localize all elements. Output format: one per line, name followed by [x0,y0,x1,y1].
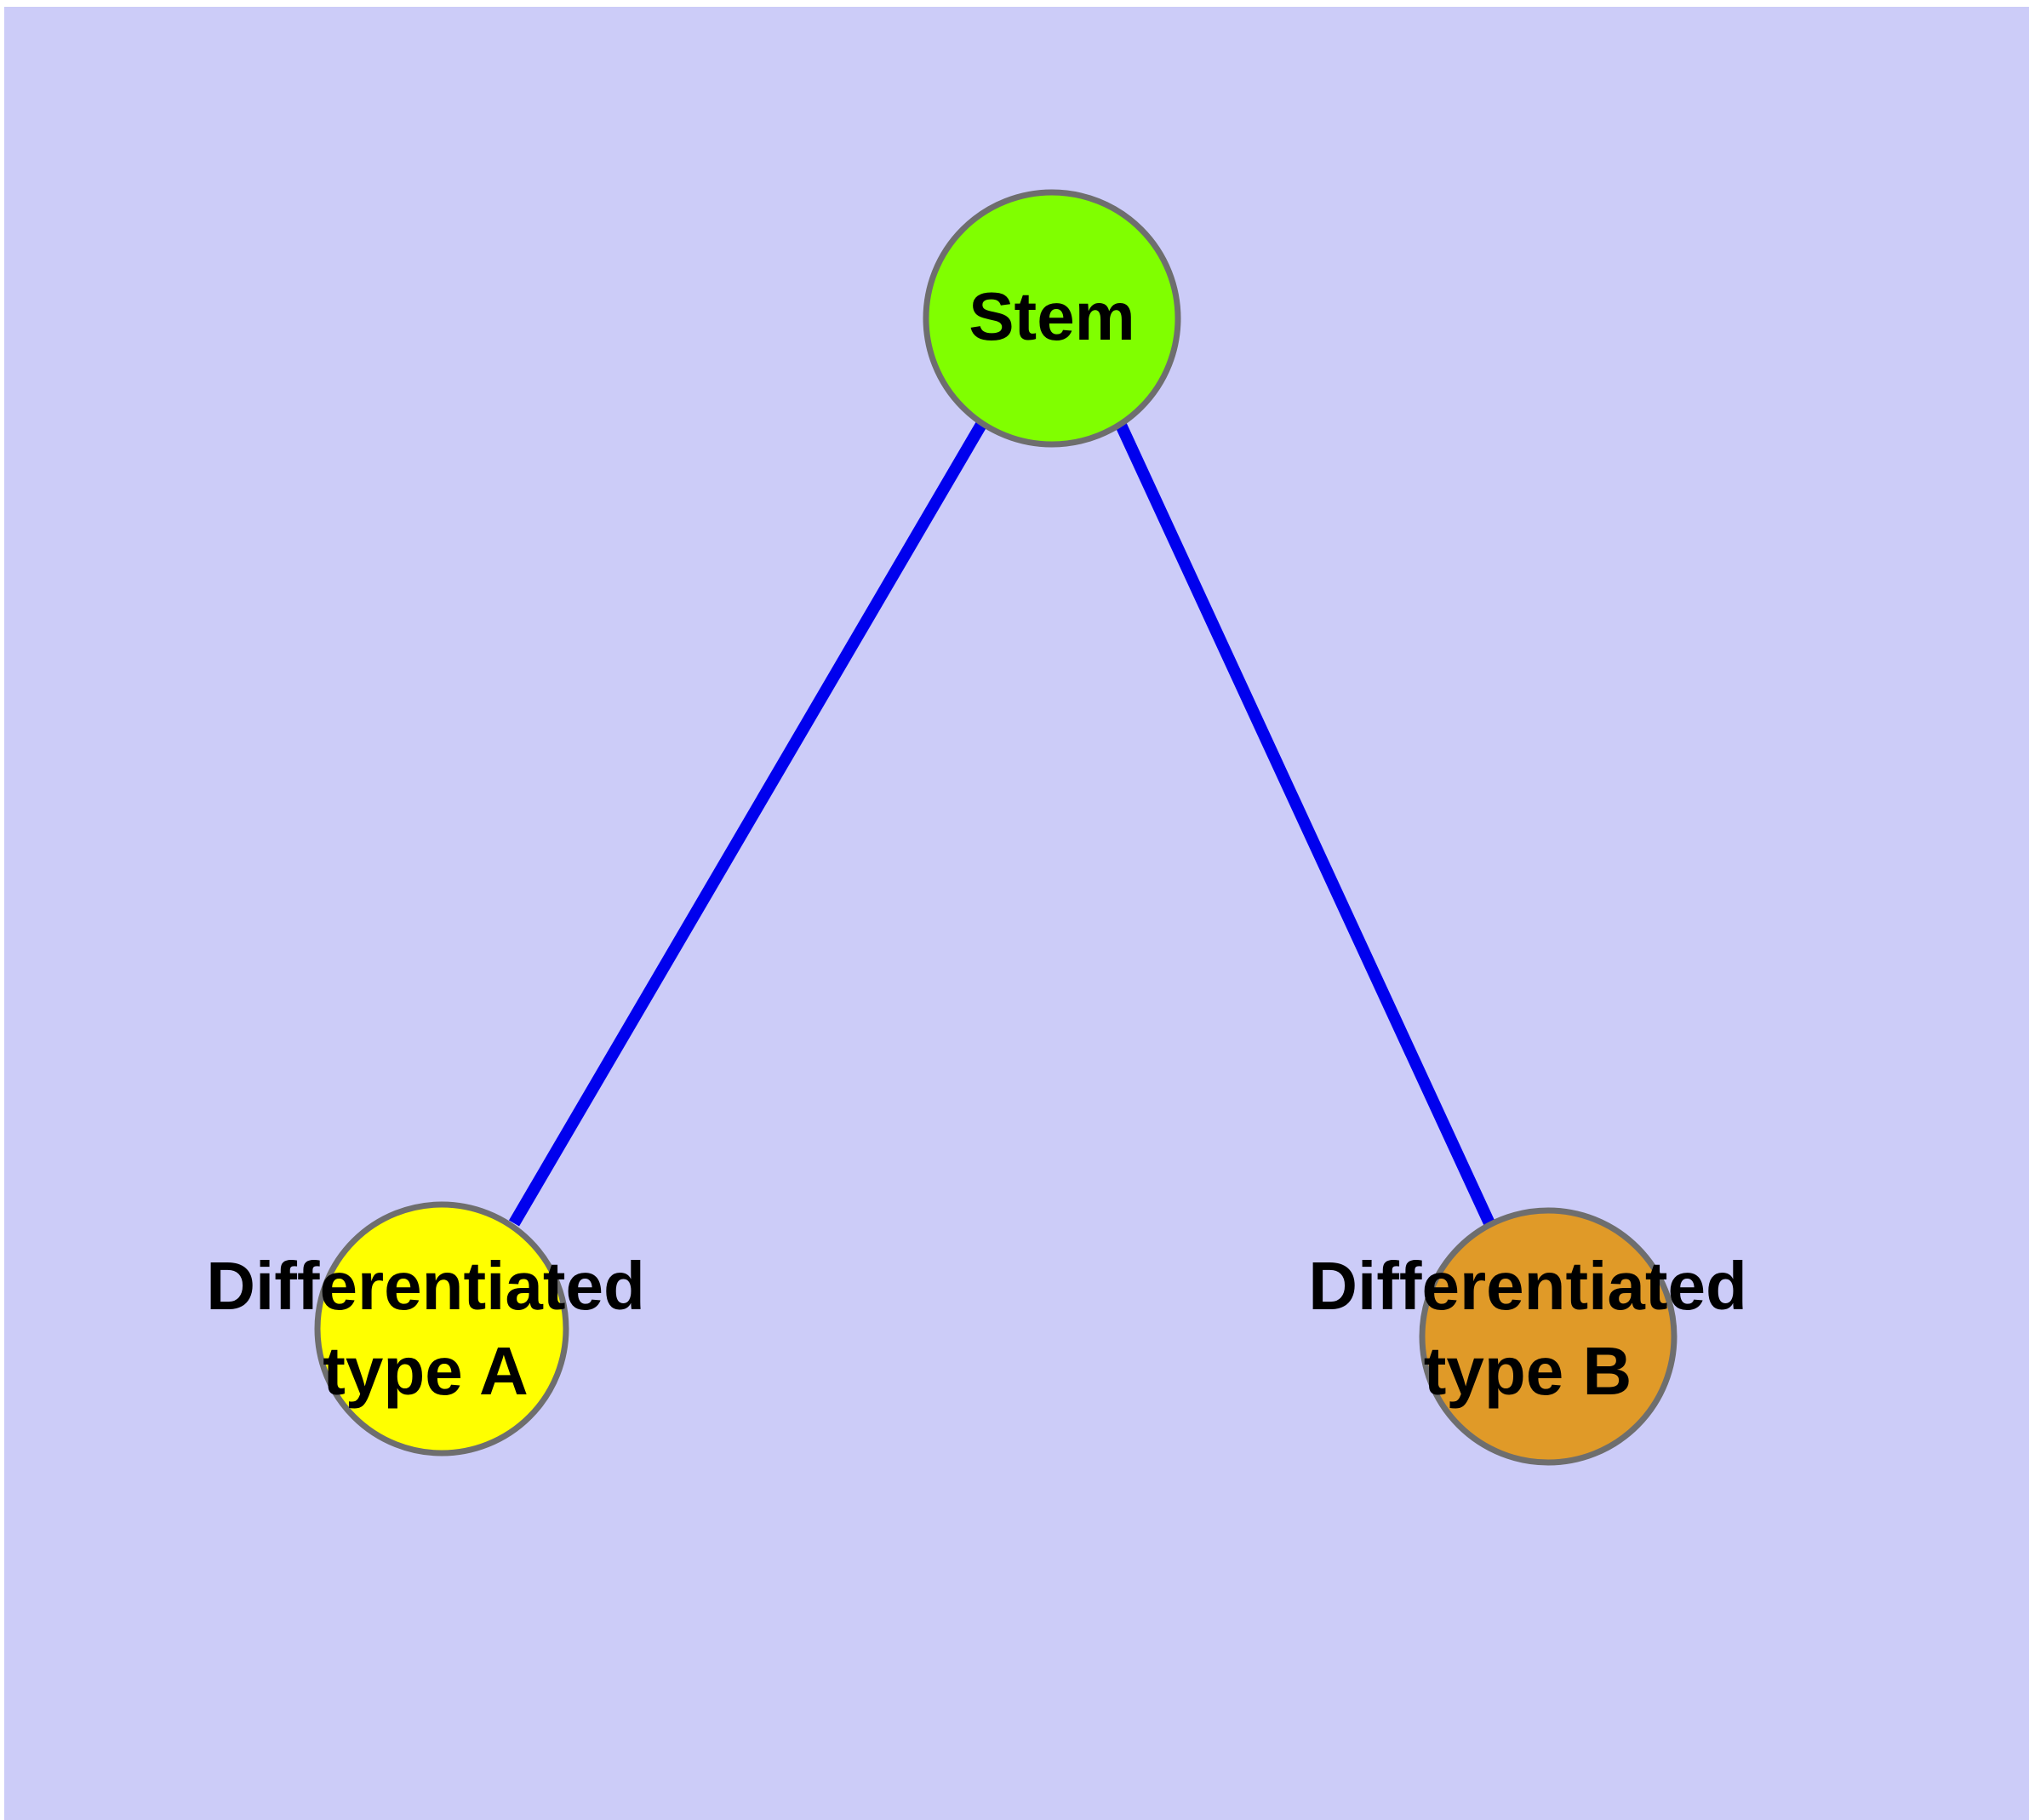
node-label-differentiated-a-line1: Differentiated [206,1248,645,1324]
node-differentiated-type-b[interactable] [1419,1207,1677,1466]
edge-stem-to-differentiated-a[interactable] [508,420,988,1227]
node-label-differentiated-b-line1: Differentiated [1308,1248,1747,1324]
node-circle-differentiated-a[interactable] [314,1201,569,1457]
node-label-differentiated-a-line2: type A [323,1333,529,1409]
edge-group [508,420,1495,1227]
edge-stem-to-differentiated-b[interactable] [1114,421,1495,1226]
node-circle-stem[interactable] [923,189,1181,448]
node-differentiated-type-a[interactable] [314,1201,569,1457]
node-stem[interactable] [923,189,1181,448]
node-label-differentiated-b-line2: type B [1424,1333,1632,1409]
node-label-stem: Stem [969,278,1135,354]
node-circle-differentiated-b[interactable] [1419,1207,1677,1466]
